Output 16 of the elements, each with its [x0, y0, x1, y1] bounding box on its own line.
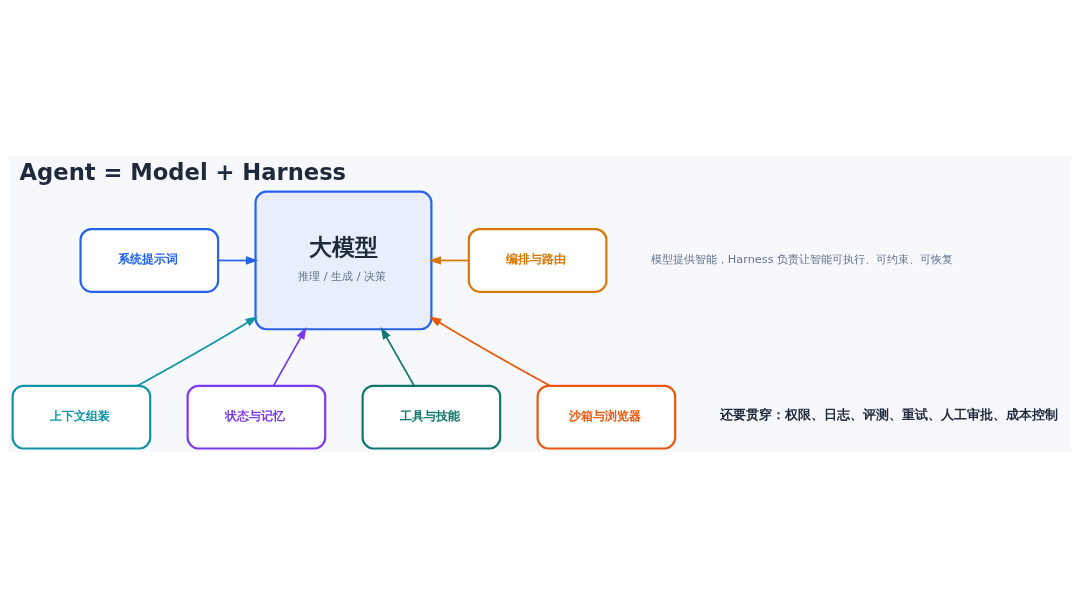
node-box: 系统提示词	[79, 228, 220, 293]
node-box: 上下文组装	[11, 384, 152, 450]
node-box: 编排与路由	[467, 228, 608, 293]
label: 模型提供智能，Harness 负责让智能可执行、可约束、可恢复	[650, 253, 954, 267]
node-box: 大模型 推理 / 生成 / 决策	[254, 190, 433, 331]
node-box: 状态与记忆	[186, 384, 327, 450]
node-box: 沙箱与浏览器	[536, 384, 677, 450]
arrow	[136, 316, 258, 387]
arrow	[429, 316, 551, 387]
node-box: 工具与技能	[361, 384, 502, 450]
arrow	[217, 256, 259, 265]
label: 还要贯穿：权限、日志、评测、重试、人工审批、成本控制	[719, 407, 1058, 423]
arrow	[380, 327, 415, 387]
diagram-title: Agent = Model + Harness	[19, 159, 347, 186]
arrow	[428, 256, 470, 265]
arrow	[272, 327, 307, 387]
